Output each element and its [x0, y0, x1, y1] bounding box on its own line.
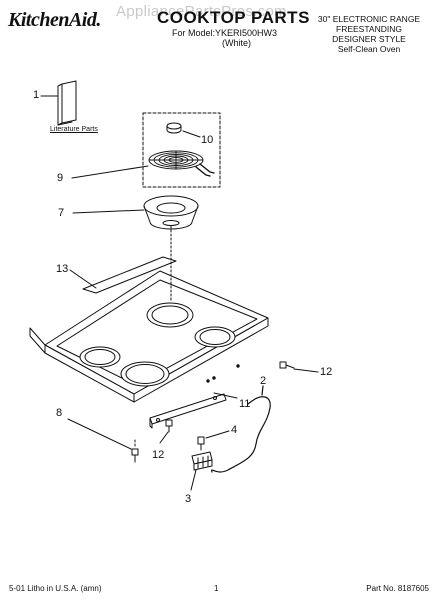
brand-logo: KitchenAid.	[8, 9, 101, 31]
spec-line: 30" ELECTRONIC RANGE	[317, 14, 421, 24]
watermark: AppliancePartsPros.com	[116, 3, 287, 20]
leader-line	[205, 430, 230, 439]
knob-cap-icon	[166, 122, 182, 134]
page-title: COOKTOP PARTS	[157, 8, 310, 27]
leader-line	[69, 269, 97, 289]
callout-number: 13	[56, 263, 69, 275]
spec-line: FREESTANDING	[336, 24, 402, 34]
leader-line	[72, 209, 145, 214]
callout-number: 3	[185, 493, 192, 505]
callout-number: 10	[201, 134, 214, 146]
leader-line	[182, 130, 201, 138]
callout-number: 4	[231, 424, 238, 436]
callout-number: 8	[56, 407, 63, 419]
callout-number: 9	[57, 172, 64, 184]
callout-number: 7	[58, 207, 65, 219]
leader-line	[67, 418, 132, 450]
terminal-block-icon	[191, 451, 213, 471]
element-group-box	[142, 112, 221, 188]
leader-line	[159, 431, 169, 444]
model-number: For Model:YKERI500HW3	[172, 28, 278, 38]
callout-number: 11	[239, 398, 251, 410]
footer-litho: 5-01 Litho in U.S.A. (amn)	[9, 584, 102, 593]
product-spec-block: 30" ELECTRONIC RANGE FREESTANDING DESIGN…	[309, 14, 429, 54]
callout-number: 12	[152, 449, 165, 461]
model-color: (White)	[222, 38, 251, 48]
leader-line	[71, 165, 149, 179]
leader-line	[293, 368, 319, 373]
literature-parts-icon	[57, 80, 77, 126]
spec-line: DESIGNER STYLE	[332, 34, 406, 44]
callout-number: 12	[320, 366, 333, 378]
callout-number: 1	[33, 89, 40, 101]
leader-line	[190, 469, 197, 491]
screw-icon	[131, 448, 139, 463]
wire-harness-icon	[211, 385, 271, 473]
footer-page-number: 1	[214, 584, 219, 593]
surface-element-coil-icon	[148, 150, 215, 177]
spec-line: Self-Clean Oven	[337, 44, 401, 54]
callout-number: 2	[260, 375, 267, 387]
screw-icon	[165, 419, 173, 433]
leader-line	[213, 392, 238, 399]
cooktop-icon	[29, 225, 269, 403]
literature-parts-label: Literature Parts	[50, 126, 98, 133]
screw-icon	[279, 361, 295, 369]
footer-part-number: Part No. 8187605	[366, 584, 429, 593]
connector-icon	[197, 436, 205, 451]
mounting-bracket-icon	[149, 393, 227, 429]
drip-bowl-icon	[143, 195, 199, 230]
